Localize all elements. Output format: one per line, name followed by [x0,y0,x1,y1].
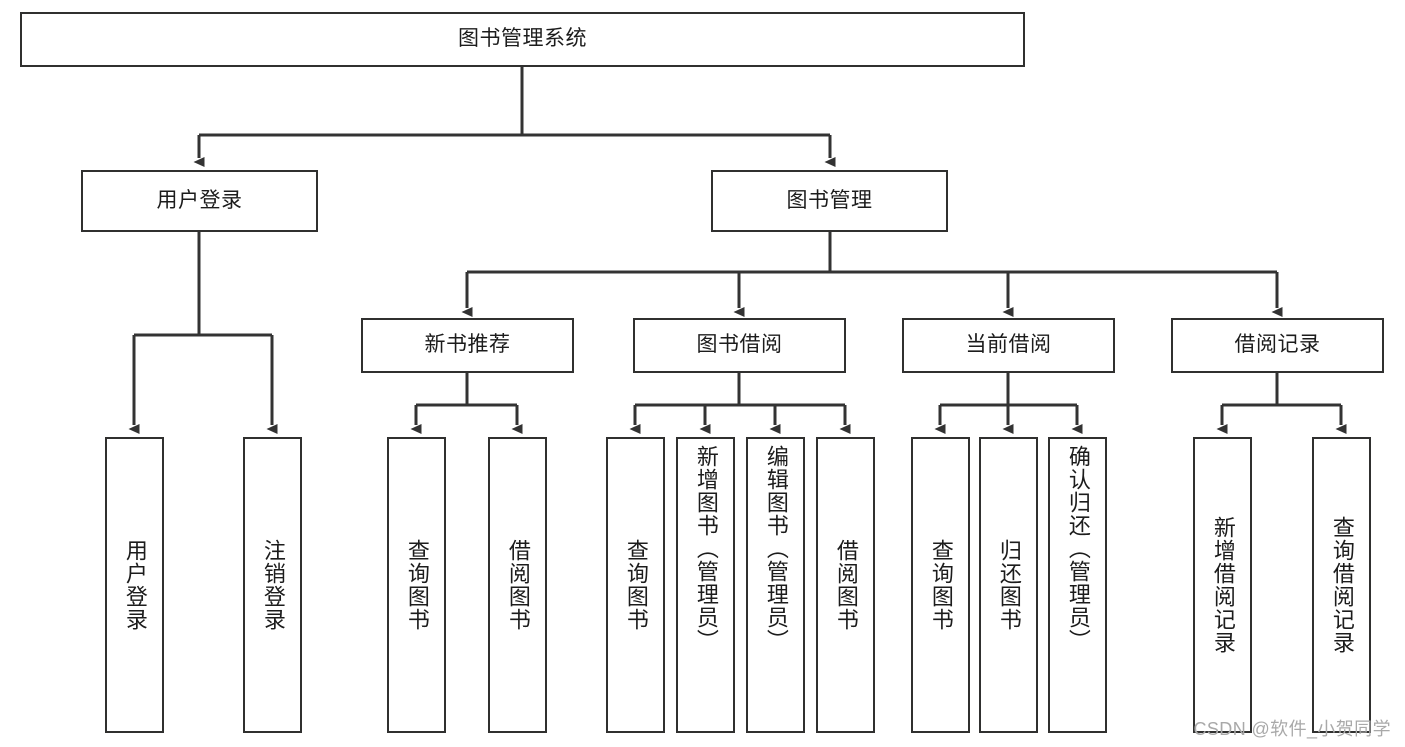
node-leaf-borrow-book-2-label: 借阅图书 [833,539,859,631]
node-leaf-return-book-label: 归还图书 [996,539,1022,631]
node-leaf-add-record[interactable]: 新增借阅记录 [1193,437,1252,733]
node-user-login-label: 用户登录 [156,188,243,212]
node-leaf-query-book-3[interactable]: 查询图书 [911,437,970,733]
node-leaf-query-book-2-label: 查询图书 [623,539,649,631]
node-current-borrow[interactable]: 当前借阅 [902,318,1115,373]
node-new-book-recommend[interactable]: 新书推荐 [361,318,574,373]
node-root-label: 图书管理系统 [458,27,587,51]
node-leaf-borrow-book-1[interactable]: 借阅图书 [488,437,547,733]
node-leaf-add-book[interactable]: 新增图书（管理员） [676,437,735,733]
node-leaf-edit-book-label: 编辑图书（管理员） [763,445,789,652]
node-root[interactable]: 图书管理系统 [20,12,1025,67]
node-new-book-recommend-label: 新书推荐 [424,333,511,357]
node-leaf-return-book[interactable]: 归还图书 [979,437,1038,733]
node-leaf-edit-book[interactable]: 编辑图书（管理员） [746,437,805,733]
node-user-login[interactable]: 用户登录 [81,170,318,232]
node-leaf-query-book-1-label: 查询图书 [404,539,430,631]
node-borrow-record[interactable]: 借阅记录 [1171,318,1384,373]
node-leaf-confirm-return[interactable]: 确认归还（管理员） [1048,437,1107,733]
node-leaf-query-record-label: 查询借阅记录 [1329,516,1355,654]
node-leaf-user-login[interactable]: 用户登录 [105,437,164,733]
node-book-borrow[interactable]: 图书借阅 [633,318,846,373]
node-leaf-borrow-book-2[interactable]: 借阅图书 [816,437,875,733]
node-leaf-borrow-book-1-label: 借阅图书 [505,539,531,631]
watermark-text: CSDN @软件_小贺同学 [1193,719,1391,739]
node-book-management-label: 图书管理 [786,188,873,212]
node-leaf-query-book-2[interactable]: 查询图书 [606,437,665,733]
node-leaf-query-book-3-label: 查询图书 [928,539,954,631]
node-current-borrow-label: 当前借阅 [965,333,1052,357]
node-leaf-user-logout[interactable]: 注销登录 [243,437,302,733]
node-leaf-user-logout-label: 注销登录 [260,539,286,631]
node-leaf-user-login-label: 用户登录 [122,539,148,631]
node-leaf-add-book-label: 新增图书（管理员） [693,445,719,652]
node-book-management[interactable]: 图书管理 [711,170,948,232]
node-book-borrow-label: 图书借阅 [696,333,783,357]
node-borrow-record-label: 借阅记录 [1234,333,1321,357]
node-leaf-query-book-1[interactable]: 查询图书 [387,437,446,733]
node-leaf-query-record[interactable]: 查询借阅记录 [1312,437,1371,733]
node-leaf-add-record-label: 新增借阅记录 [1210,516,1236,654]
node-leaf-confirm-return-label: 确认归还（管理员） [1065,445,1091,652]
